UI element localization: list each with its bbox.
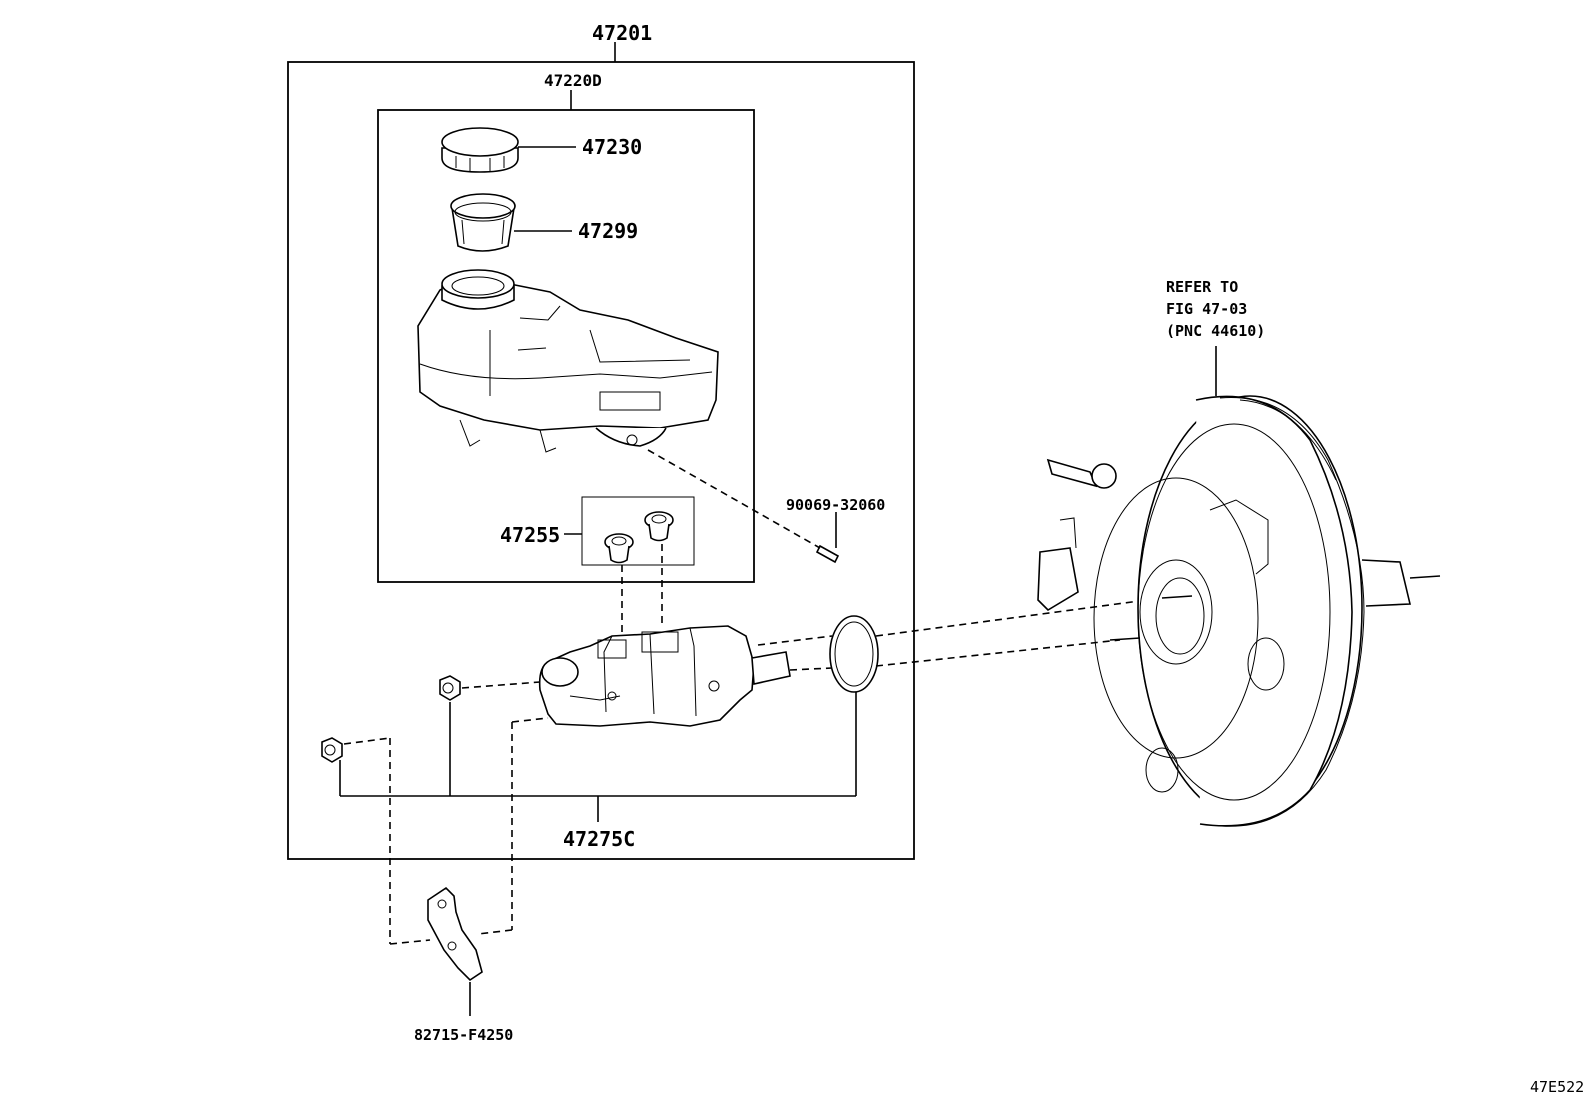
label-bracket: 82715-F4250 [414,1026,513,1044]
o-ring [829,615,879,693]
label-pin: 90069-32060 [786,496,885,514]
brake-booster [1037,395,1441,827]
figure-code: 47E522 [1530,1078,1584,1096]
reservoir-tank [417,280,719,453]
label-reservoir-sub: 47220D [544,71,602,90]
label-strainer: 47299 [578,219,638,243]
reservoir-frame [377,109,755,583]
reservoir-strainer [450,193,516,252]
grommet-left [604,533,634,564]
wire-harness-bracket [427,886,483,982]
label-refer-line3: (PNC 44610) [1166,322,1265,340]
reservoir-filler-neck [441,269,515,310]
grommet-right [644,511,674,542]
label-refer-line2: FIG 47-03 [1166,300,1247,318]
flange-nut-upper [439,675,461,701]
label-refer-line1: REFER TO [1166,278,1238,296]
flange-nut-lower [321,737,343,763]
master-cylinder-body [538,625,791,727]
label-grommet: 47255 [500,523,560,547]
label-nut-set: 47275C [563,827,635,851]
reservoir-cap [441,127,519,173]
label-assembly: 47201 [592,21,652,45]
label-cap: 47230 [582,135,642,159]
grommet-frame [581,496,695,566]
retaining-pin [815,544,840,564]
assembly-frame [287,61,915,860]
